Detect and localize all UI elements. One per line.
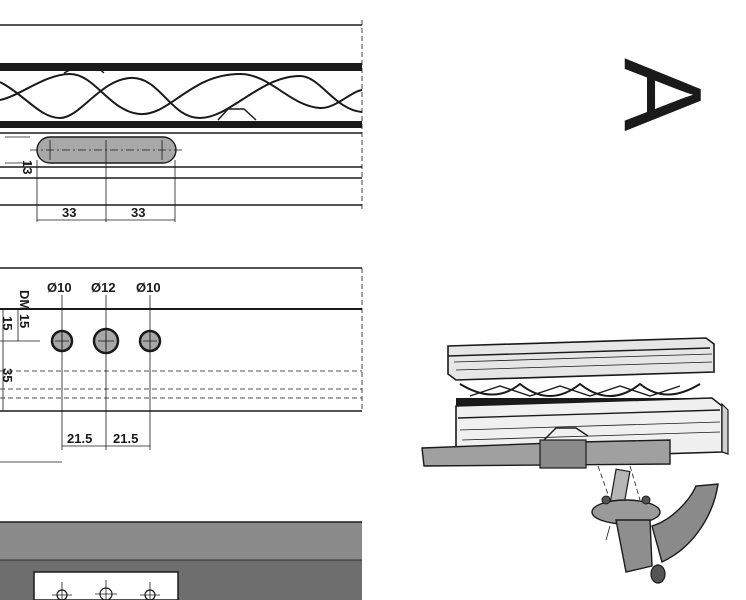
rail-profile-middle — [0, 267, 363, 463]
slot-height-dim: 13 — [20, 160, 35, 174]
vertical-dim-35: 35 — [0, 368, 15, 382]
rail-plate-bottom — [0, 521, 362, 600]
hole-label-center: Ø12 — [91, 280, 116, 295]
vertical-dim-15: 15 — [0, 316, 15, 330]
slot-left-dim: 33 — [62, 205, 76, 220]
isometric-assembly — [421, 337, 729, 584]
view-letter: A — [601, 58, 724, 132]
spacing-dim-right: 21.5 — [113, 431, 138, 446]
slot-right-dim: 33 — [131, 205, 145, 220]
dm-dim: DM 15 — [17, 290, 32, 328]
rail-profile-top — [0, 20, 363, 222]
hole-label-right: Ø10 — [136, 280, 161, 295]
spacing-dim-left: 21.5 — [67, 431, 92, 446]
hole-label-left: Ø10 — [47, 280, 72, 295]
